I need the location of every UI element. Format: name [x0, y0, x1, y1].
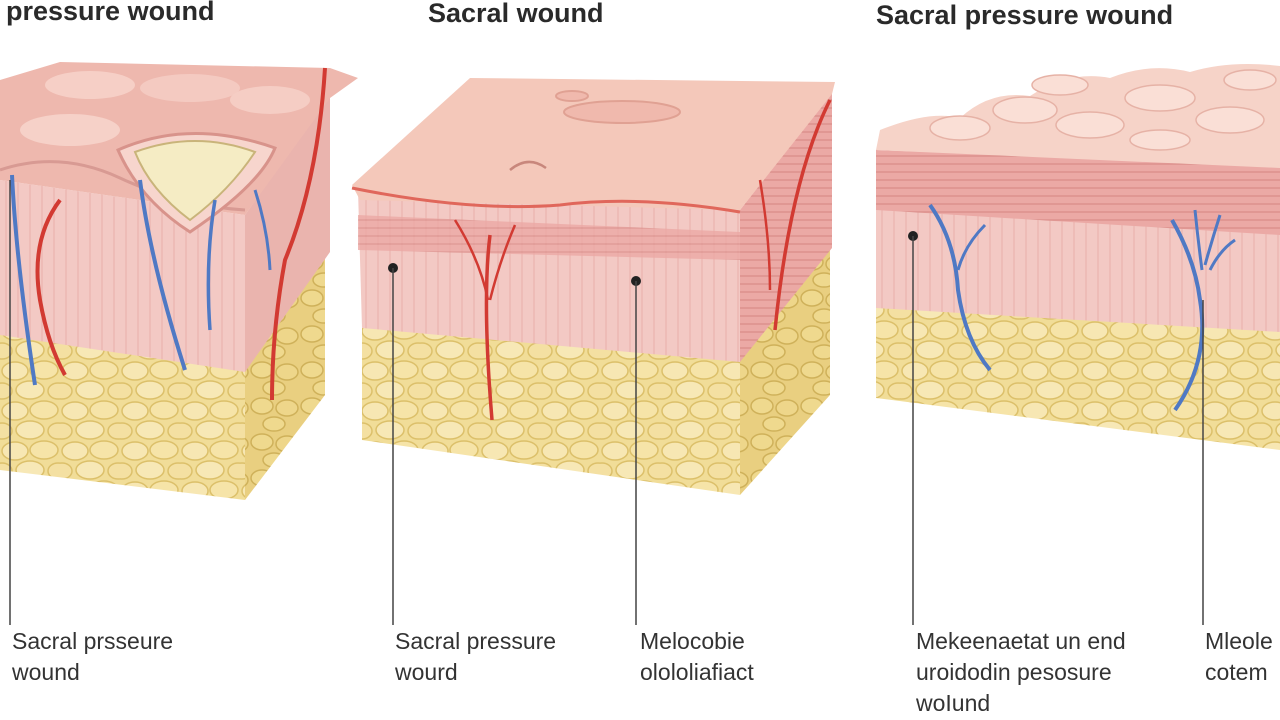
callout-label-5: Mleole cotem — [1205, 626, 1273, 688]
callout-label-1: Sacral prsseure wound — [12, 626, 173, 688]
skin-fold — [20, 114, 120, 146]
diagram-title-right: Sacral pressure wound — [876, 0, 1174, 30]
epidermis-edge — [351, 186, 741, 214]
epidermis-layer — [876, 150, 1280, 235]
vein — [253, 189, 272, 271]
wound-depression — [555, 90, 589, 102]
fat-layer-front — [0, 330, 245, 500]
fat-layer-front — [876, 305, 1280, 450]
diagram-title-left: pressure wound — [6, 0, 215, 26]
skin-cell — [1223, 69, 1277, 91]
callout-label-line: wourd — [395, 659, 458, 685]
skin-cell — [1129, 129, 1191, 151]
vein — [928, 203, 992, 372]
skin-block-middle — [351, 78, 835, 625]
vein — [138, 179, 187, 371]
wound-depression — [563, 100, 681, 124]
callout-label-4: Mekeenaetat un end uroidodin pesosure wo… — [916, 626, 1126, 719]
skin-cell — [929, 115, 991, 141]
skin-cell — [1055, 111, 1125, 139]
fat-layer-front — [362, 325, 740, 495]
callout-label-line: Sacral pressure — [395, 628, 557, 654]
callout-label-line: uroidodin pesosure — [916, 659, 1112, 685]
wound-bed — [133, 140, 257, 222]
skin-cell — [992, 96, 1058, 124]
fat-layer-side — [245, 250, 325, 500]
callout-label-line: cotem — [1205, 659, 1268, 685]
callout-label-line: woIund — [916, 690, 991, 716]
vein — [1208, 238, 1236, 271]
vein — [1203, 214, 1222, 266]
artery — [488, 224, 517, 301]
callout-label-line: wound — [12, 659, 80, 685]
artery — [35, 198, 67, 376]
diagram-title-middle: Sacral wound — [428, 0, 604, 28]
skin-cell — [1124, 84, 1196, 112]
vein — [1193, 209, 1204, 271]
artery — [453, 219, 490, 301]
skin-block-left — [0, 62, 358, 625]
artery — [758, 179, 772, 291]
callout-label-2: Sacral pressure wourd — [395, 626, 556, 688]
artery — [270, 67, 327, 401]
vein — [1170, 219, 1205, 412]
callout-label-line: olololiafiact — [640, 659, 754, 685]
dermis-layer-side — [740, 92, 832, 362]
artery — [773, 99, 832, 331]
callout-label-line: Mekeenaetat un end — [916, 628, 1126, 654]
skin-surface — [352, 78, 835, 210]
vein — [206, 199, 217, 331]
skin-block-right — [876, 64, 1280, 625]
skin-fold — [45, 71, 135, 99]
artery — [484, 234, 494, 421]
callout-label-line: Melocobie — [640, 628, 745, 654]
skin-fold — [140, 74, 240, 102]
callout-label-line: Mleole — [1205, 628, 1273, 654]
callout-label-3: Melocobie olololiafiact — [640, 626, 754, 688]
skin-fold — [230, 86, 310, 114]
skin-cell — [1195, 106, 1265, 134]
vein — [10, 174, 37, 386]
fat-layer-side — [740, 245, 830, 495]
skin-mark — [509, 160, 547, 171]
dermis-layer-side — [245, 95, 330, 372]
vein — [956, 223, 987, 271]
callout-label-line: Sacral prsseure — [12, 628, 174, 654]
epidermis-stripes — [358, 215, 740, 260]
skin-cell — [1031, 74, 1089, 96]
